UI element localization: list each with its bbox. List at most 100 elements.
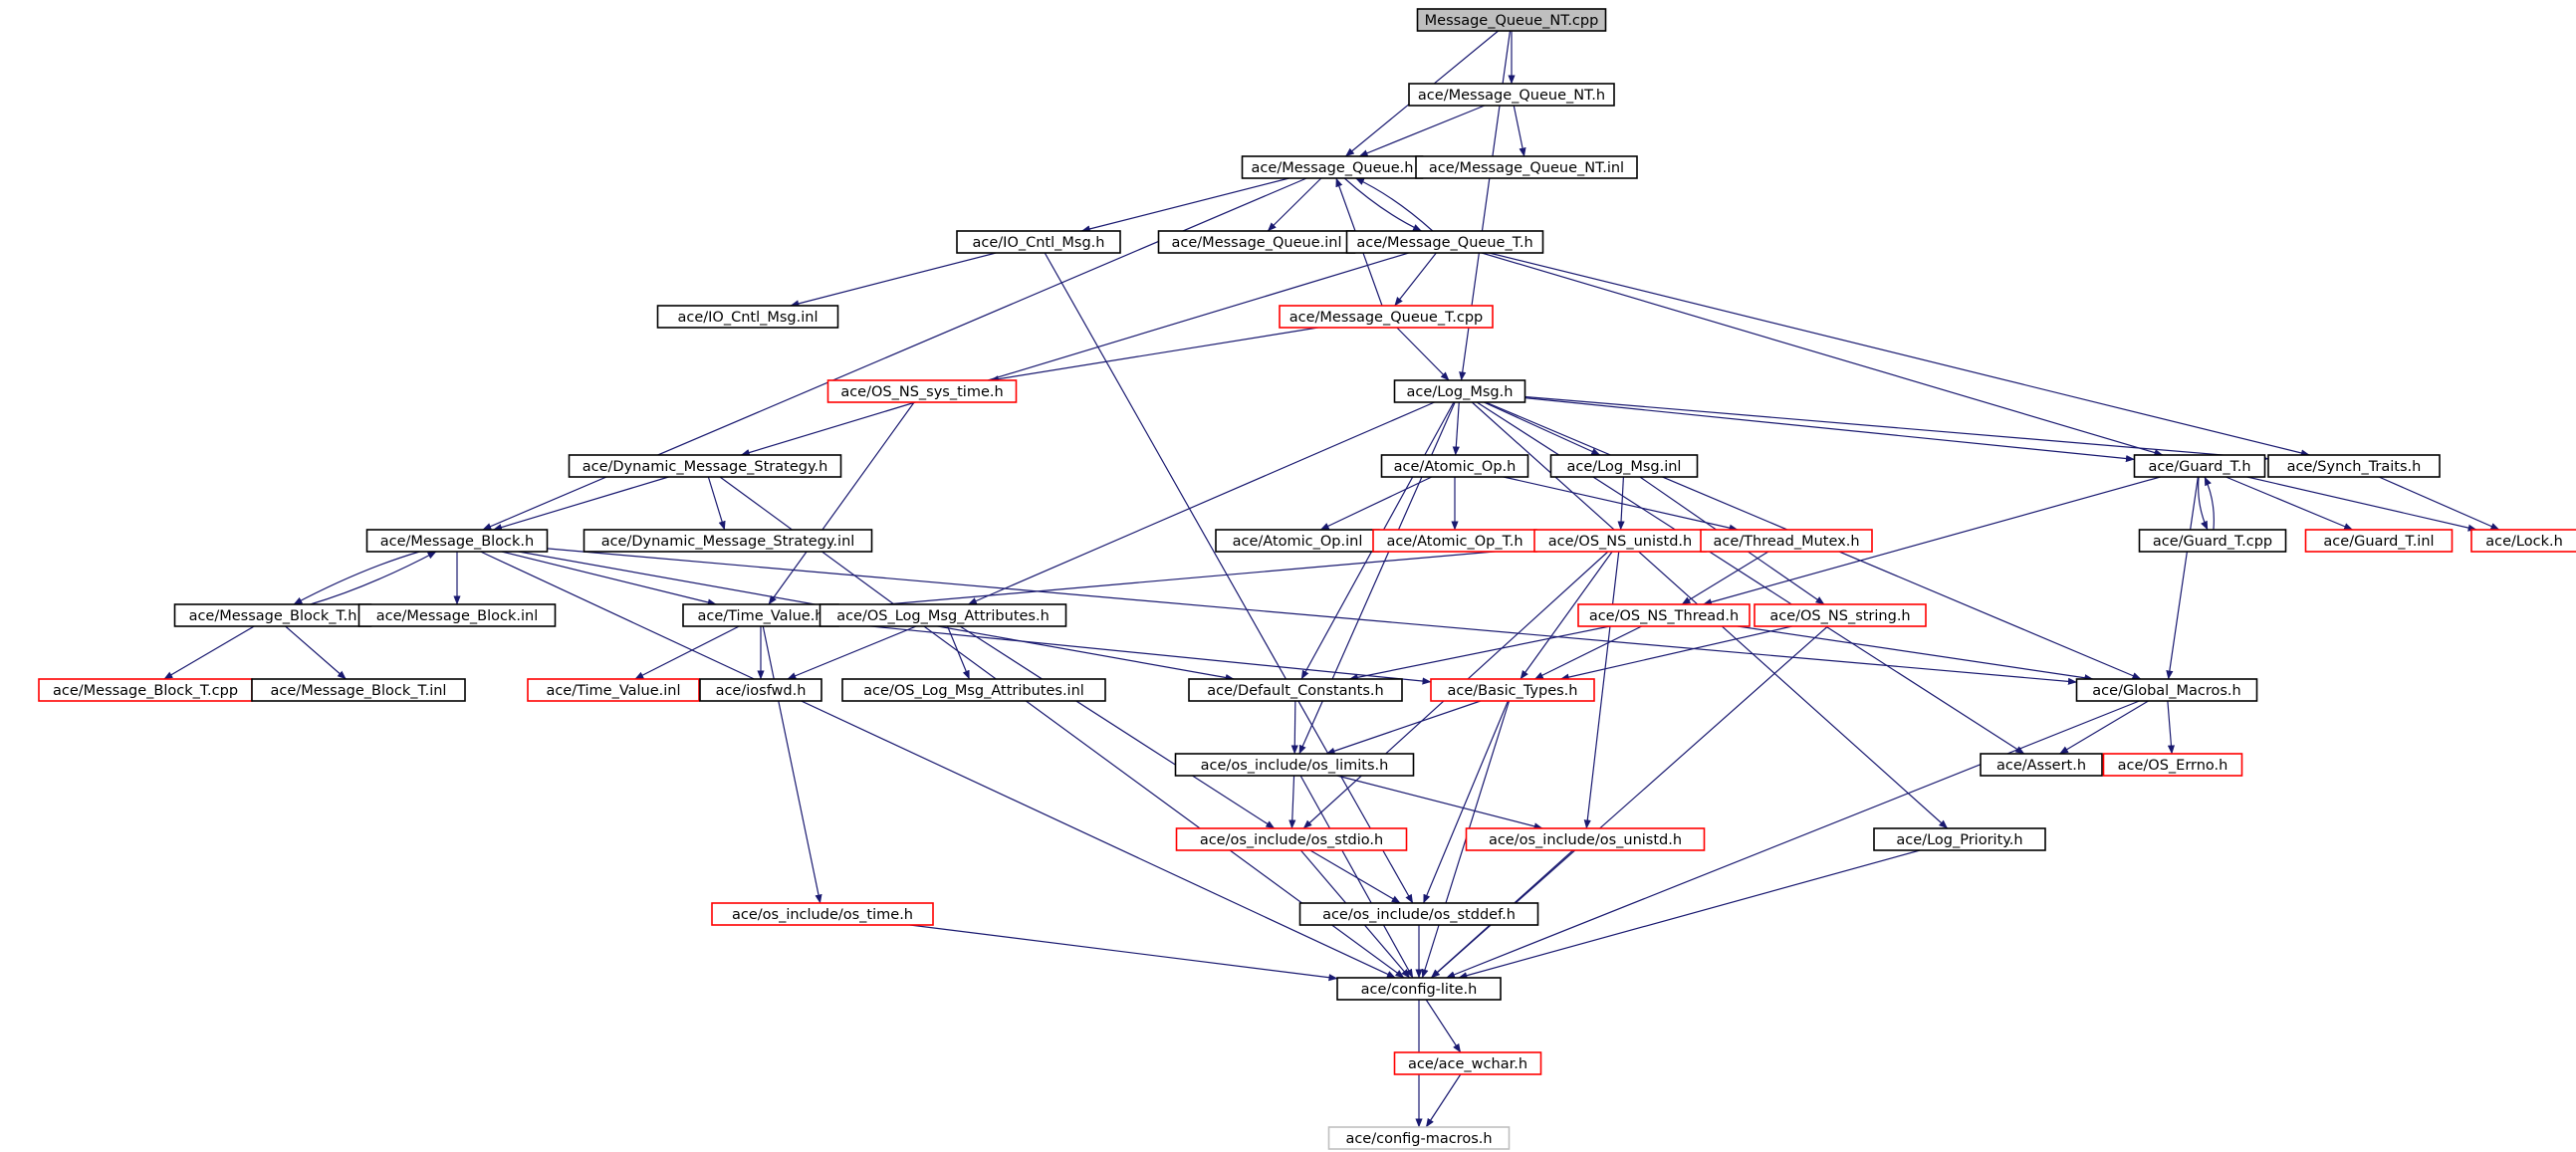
- edge-basic-types-to-os-stddef: [1423, 700, 1509, 904]
- graph-node-mq-nt-cpp[interactable]: Message_Queue_NT.cpp: [1416, 8, 1607, 32]
- graph-node-mq-nt-inl[interactable]: ace/Message_Queue_NT.inl: [1415, 155, 1638, 179]
- graph-node-os-string-h[interactable]: ace/OS_NS_string.h: [1754, 603, 1927, 627]
- edge-os-stdio-to-os-stddef: [1309, 849, 1401, 904]
- graph-node-mb-t-cpp[interactable]: ace/Message_Block_T.cpp: [38, 678, 253, 702]
- edge-os-unistd-h-to-os-unistd-inc: [1583, 551, 1620, 829]
- node-label: ace/Message_Block.inl: [376, 608, 539, 624]
- node-label: ace/OS_NS_Thread.h: [1589, 608, 1739, 624]
- node-label: ace/Log_Msg.h: [1407, 384, 1514, 400]
- graph-node-default-const[interactable]: ace/Default_Constants.h: [1188, 678, 1403, 702]
- graph-node-iosfwd-h[interactable]: ace/iosfwd.h: [699, 678, 822, 702]
- graph-node-os-log-attr-inl[interactable]: ace/OS_Log_Msg_Attributes.inl: [841, 678, 1106, 702]
- graph-node-global-macros[interactable]: ace/Global_Macros.h: [2075, 678, 2258, 702]
- edge-mb-t-h-to-mb-t-inl: [285, 625, 347, 680]
- node-box: [2304, 529, 2454, 553]
- graph-node-guard-t-h[interactable]: ace/Guard_T.h: [2133, 454, 2266, 478]
- node-box: [2267, 454, 2441, 478]
- graph-node-mb-h[interactable]: ace/Message_Block.h: [365, 529, 549, 553]
- graph-node-guard-t-cpp[interactable]: ace/Guard_T.cpp: [2138, 529, 2287, 553]
- edge-guard-t-h-to-lock-h: [2246, 476, 2477, 532]
- graph-node-os-time[interactable]: ace/os_include/os_time.h: [711, 902, 934, 926]
- node-label: ace/os_include/os_stddef.h: [1322, 907, 1516, 923]
- graph-node-io-cntl-h[interactable]: ace/IO_Cntl_Msg.h: [956, 230, 1121, 254]
- node-label: ace/os_include/os_time.h: [732, 907, 913, 923]
- node-box: [1577, 603, 1751, 627]
- edge-guard-t-h-to-guard-t-inl: [2225, 476, 2354, 531]
- edge-config-lite-to-ace-wchar: [1425, 999, 1462, 1053]
- graph-node-synch-traits[interactable]: ace/Synch_Traits.h: [2267, 454, 2441, 478]
- node-label: ace/Assert.h: [1996, 758, 2086, 774]
- graph-node-log-msg-h[interactable]: ace/Log_Msg.h: [1393, 379, 1526, 403]
- graph-node-assert-h[interactable]: ace/Assert.h: [1980, 753, 2103, 777]
- edge-global-macros-to-os-errno: [2167, 700, 2176, 755]
- graph-node-time-value-h[interactable]: ace/Time_Value.h: [682, 603, 839, 627]
- edge-mq-t-cpp-to-os-sys-time: [989, 327, 1318, 383]
- node-box: [2102, 753, 2243, 777]
- node-label: ace/Message_Queue.inl: [1172, 235, 1342, 251]
- graph-node-mq-t-h[interactable]: ace/Message_Queue_T.h: [1345, 230, 1544, 254]
- edge-mb-h-to-config-lite: [480, 551, 1396, 979]
- graph-node-mq-t-cpp[interactable]: ace/Message_Queue_T.cpp: [1279, 305, 1494, 329]
- graph-node-io-cntl-inl[interactable]: ace/IO_Cntl_Msg.inl: [656, 305, 839, 329]
- node-label: ace/os_include/os_limits.h: [1201, 758, 1389, 774]
- graph-node-os-log-attr-h[interactable]: ace/OS_Log_Msg_Attributes.h: [819, 603, 1067, 627]
- node-box: [1549, 454, 1699, 478]
- graph-node-time-value-inl[interactable]: ace/Time_Value.inl: [527, 678, 700, 702]
- graph-node-mq-h[interactable]: ace/Message_Queue.h: [1241, 155, 1424, 179]
- node-box: [956, 230, 1121, 254]
- graph-node-thread-mutex[interactable]: ace/Thread_Mutex.h: [1700, 529, 1873, 553]
- graph-node-mb-t-h[interactable]: ace/Message_Block_T.h: [173, 603, 372, 627]
- node-label: ace/Atomic_Op.inl: [1233, 534, 1363, 550]
- graph-node-os-unistd-h[interactable]: ace/OS_NS_unistd.h: [1533, 529, 1707, 553]
- edge-mb-h-to-mb-t-h: [293, 551, 420, 605]
- graph-node-atomic-t-h[interactable]: ace/Atomic_Op_T.h: [1372, 529, 1537, 553]
- graph-node-log-msg-inl[interactable]: ace/Log_Msg.inl: [1549, 454, 1699, 478]
- node-box: [711, 902, 934, 926]
- graph-node-config-lite[interactable]: ace/config-lite.h: [1336, 977, 1502, 1001]
- graph-node-os-sys-time[interactable]: ace/OS_NS_sys_time.h: [826, 379, 1018, 403]
- graph-node-dms-inl[interactable]: ace/Dynamic_Message_Strategy.inl: [583, 529, 873, 553]
- graph-node-guard-t-inl[interactable]: ace/Guard_T.inl: [2304, 529, 2454, 553]
- graph-node-mb-t-inl[interactable]: ace/Message_Block_T.inl: [251, 678, 466, 702]
- graph-node-atomic-h[interactable]: ace/Atomic_Op.h: [1380, 454, 1529, 478]
- graph-node-ace-wchar[interactable]: ace/ace_wchar.h: [1393, 1051, 1542, 1075]
- edge-os-thread-h-to-basic-types: [1533, 625, 1642, 680]
- node-label: ace/Atomic_Op.h: [1394, 459, 1517, 475]
- node-box: [1465, 827, 1706, 851]
- node-label: ace/ace_wchar.h: [1408, 1056, 1527, 1072]
- edge-os-limits-to-config-lite: [1299, 775, 1414, 979]
- graph-node-atomic-inl[interactable]: ace/Atomic_Op.inl: [1215, 529, 1380, 553]
- edge-mq-t-h-to-guard-t-h: [1481, 252, 2164, 457]
- graph-node-mb-inl[interactable]: ace/Message_Block.inl: [357, 603, 557, 627]
- node-box: [1336, 977, 1502, 1001]
- graph-node-mq-inl[interactable]: ace/Message_Queue.inl: [1157, 230, 1356, 254]
- node-box: [1175, 827, 1408, 851]
- graph-node-mq-nt-h[interactable]: ace/Message_Queue_NT.h: [1408, 83, 1615, 107]
- node-box: [1279, 305, 1494, 329]
- node-box: [251, 678, 466, 702]
- edge-mq-nt-h-to-mq-h: [1358, 105, 1486, 157]
- node-label: ace/config-macros.h: [1345, 1131, 1492, 1147]
- graph-node-log-priority[interactable]: ace/Log_Priority.h: [1873, 827, 2046, 851]
- edge-mq-h-to-mq-inl: [1267, 177, 1322, 232]
- node-label: ace/config-lite.h: [1361, 982, 1478, 998]
- graph-node-os-unistd-inc[interactable]: ace/os_include/os_unistd.h: [1465, 827, 1706, 851]
- graph-node-os-thread-h[interactable]: ace/OS_NS_Thread.h: [1577, 603, 1751, 627]
- graph-node-dms-h[interactable]: ace/Dynamic_Message_Strategy.h: [568, 454, 842, 478]
- graph-node-config-macros[interactable]: ace/config-macros.h: [1327, 1126, 1511, 1150]
- graph-node-os-limits[interactable]: ace/os_include/os_limits.h: [1174, 753, 1415, 777]
- edge-os-unistd-h-to-basic-types: [1520, 551, 1613, 680]
- graph-node-basic-types[interactable]: ace/Basic_Types.h: [1430, 678, 1595, 702]
- node-label: ace/Guard_T.cpp: [2153, 534, 2272, 550]
- node-box: [2133, 454, 2266, 478]
- edge-time-value-h-to-os-time: [762, 625, 822, 904]
- graph-node-os-errno[interactable]: ace/OS_Errno.h: [2102, 753, 2243, 777]
- graph-node-lock-h[interactable]: ace/Lock.h: [2470, 529, 2576, 553]
- edge-thread-mutex-to-os-thread-h: [1681, 551, 1769, 605]
- edge-os-thread-h-to-global-macros: [1737, 625, 2094, 682]
- node-label: ace/Dynamic_Message_Strategy.h: [583, 459, 828, 475]
- edge-guard-t-cpp-to-guard-t-h: [2204, 476, 2215, 531]
- graph-node-os-stddef[interactable]: ace/os_include/os_stddef.h: [1298, 902, 1539, 926]
- node-label: ace/Atomic_Op_T.h: [1386, 534, 1522, 550]
- graph-node-os-stdio[interactable]: ace/os_include/os_stdio.h: [1175, 827, 1408, 851]
